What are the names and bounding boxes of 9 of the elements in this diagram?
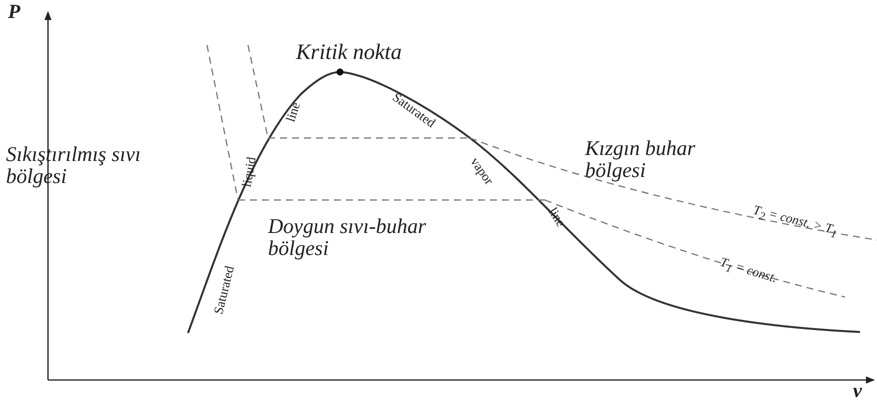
curve-label: line (284, 100, 302, 124)
curve-label: Saturated (211, 264, 237, 316)
region-label: Kızgın buhar bölgesi (585, 137, 696, 182)
region-label: Doygun sıvı-buhar bölgesi (268, 215, 428, 260)
curve-label: line (546, 205, 568, 229)
axis-label: v (853, 381, 862, 402)
point-label: Kritik nokta (296, 40, 402, 64)
axis-label: P (8, 2, 20, 23)
curve-label: liquid (240, 156, 258, 188)
